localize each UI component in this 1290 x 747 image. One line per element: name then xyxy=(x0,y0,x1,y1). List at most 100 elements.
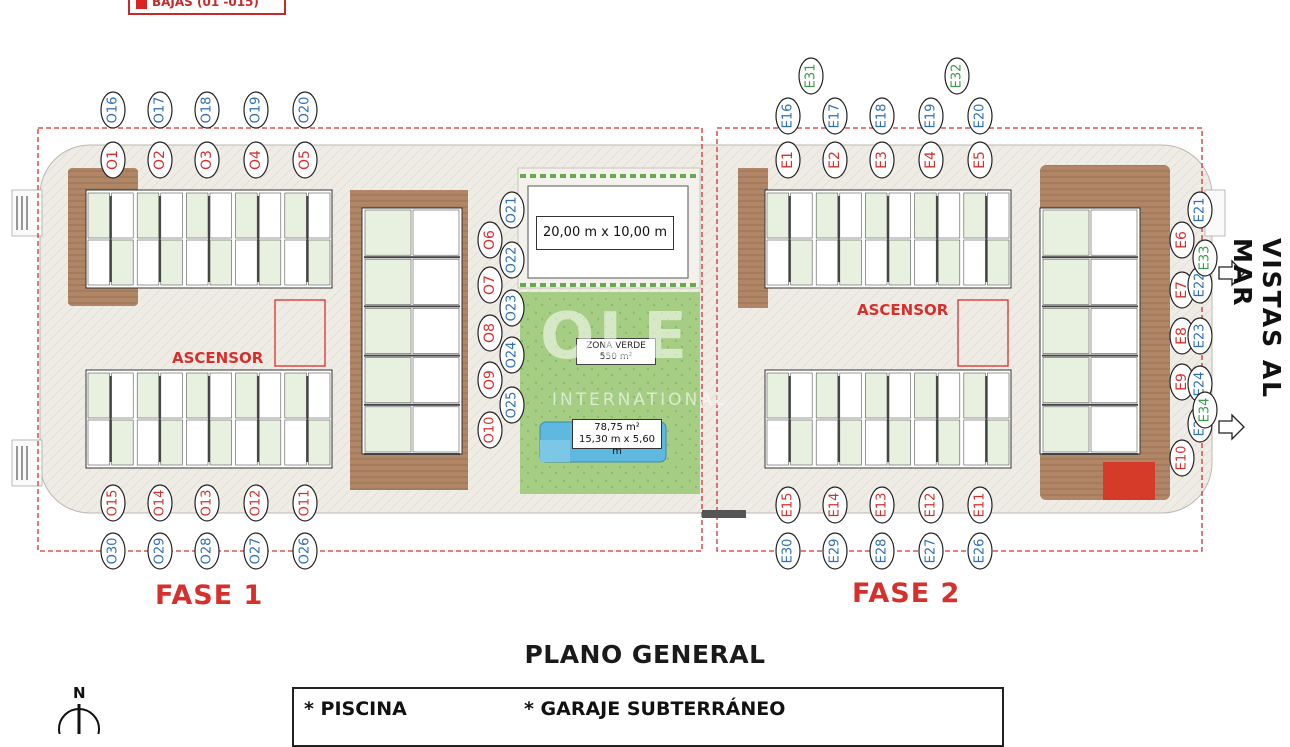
unit-label: O10 xyxy=(483,417,498,444)
unit-marker: O17 xyxy=(147,91,173,129)
unit-label: E5 xyxy=(972,151,988,169)
unit-marker: O5 xyxy=(292,141,318,179)
elevator-box-fase1 xyxy=(274,299,326,367)
court-dimensions: 20,00 m x 10,00 m xyxy=(536,216,674,250)
unit-marker: E14 xyxy=(822,486,848,524)
unit-marker: E12 xyxy=(918,486,944,524)
unit-marker: O14 xyxy=(147,484,173,522)
unit-marker: E6 xyxy=(1169,221,1195,259)
unit-label: E26 xyxy=(973,539,988,564)
unit-marker: E4 xyxy=(918,141,944,179)
unit-label: O17 xyxy=(153,97,168,124)
unit-label: E8 xyxy=(1174,327,1190,345)
unit-marker: E5 xyxy=(967,141,993,179)
unit-marker: E9 xyxy=(1169,363,1195,401)
unit-label: O4 xyxy=(248,150,264,170)
unit-label: O26 xyxy=(298,538,313,565)
elevator-label-fase2: ASCENSOR xyxy=(857,301,949,319)
unit-label: O19 xyxy=(249,97,264,124)
unit-label: E14 xyxy=(828,493,843,518)
zona-verde-area: 550 m² xyxy=(599,352,633,362)
unit-label: E17 xyxy=(828,104,843,129)
pool-label: 78,75 m² 15,30 m x 5,60 m xyxy=(572,419,662,457)
unit-marker: O13 xyxy=(194,484,220,522)
note-pool: * PISCINA xyxy=(304,698,407,720)
unit-label: O25 xyxy=(505,392,520,419)
unit-label: E12 xyxy=(924,493,939,518)
unit-label: E16 xyxy=(781,104,796,129)
unit-label: E11 xyxy=(973,493,988,518)
unit-label: O30 xyxy=(106,538,121,565)
legend-bajas: BAJAS (01 -015) xyxy=(128,0,286,15)
unit-label: O9 xyxy=(482,370,498,390)
unit-label: O11 xyxy=(298,490,313,517)
unit-label: E19 xyxy=(924,104,939,129)
unit-label: O18 xyxy=(200,97,215,124)
unit-marker: O20 xyxy=(292,91,318,129)
unit-label: O29 xyxy=(153,538,168,565)
unit-label: E6 xyxy=(1174,231,1190,249)
unit-marker: E18 xyxy=(869,97,895,135)
unit-label: O27 xyxy=(249,538,264,565)
unit-marker: E29 xyxy=(822,532,848,570)
unit-marker: E2 xyxy=(822,141,848,179)
unit-label: O5 xyxy=(297,150,313,170)
unit-label: O21 xyxy=(505,197,520,224)
unit-marker: O30 xyxy=(100,532,126,570)
unit-label: O2 xyxy=(152,150,168,170)
pool-size: 15,30 m x 5,60 m xyxy=(578,434,656,457)
north-letter: N xyxy=(73,684,86,702)
unit-marker: O2 xyxy=(147,141,173,179)
fase1-north-row xyxy=(85,189,333,289)
unit-marker: O26 xyxy=(292,532,318,570)
zona-verde-label: ZONA VERDE 550 m² xyxy=(576,338,656,365)
unit-label: O1 xyxy=(105,150,121,170)
unit-marker: E32 xyxy=(944,57,970,95)
unit-marker: O23 xyxy=(499,289,525,327)
unit-marker: O18 xyxy=(194,91,220,129)
unit-label: E20 xyxy=(973,104,988,129)
unit-marker: E27 xyxy=(918,532,944,570)
unit-marker: E17 xyxy=(822,97,848,135)
unit-label: E34 xyxy=(1198,398,1213,423)
unit-label: E10 xyxy=(1175,446,1190,471)
unit-marker: O25 xyxy=(499,386,525,424)
unit-marker: O9 xyxy=(477,361,503,399)
fase1-south-row xyxy=(85,369,333,469)
unit-label: E13 xyxy=(875,493,890,518)
unit-marker: E13 xyxy=(869,486,895,524)
unit-marker: O24 xyxy=(499,336,525,374)
unit-marker: E34 xyxy=(1192,391,1218,429)
unit-marker: E11 xyxy=(967,486,993,524)
unit-label: E29 xyxy=(828,539,843,564)
unit-marker: O16 xyxy=(100,91,126,129)
unit-marker: O8 xyxy=(477,314,503,352)
unit-label: E9 xyxy=(1174,373,1190,391)
unit-label: O7 xyxy=(482,275,498,295)
unit-marker: O19 xyxy=(243,91,269,129)
unit-label: O8 xyxy=(482,323,498,343)
plan-title: PLANO GENERAL xyxy=(524,640,766,669)
unit-marker: O12 xyxy=(243,484,269,522)
unit-label: O14 xyxy=(153,490,168,517)
unit-marker: O29 xyxy=(147,532,173,570)
phase2-label: FASE 2 xyxy=(852,578,961,609)
pool-area: 78,75 m² xyxy=(594,422,640,433)
unit-label: E30 xyxy=(781,539,796,564)
unit-marker: O15 xyxy=(100,484,126,522)
unit-marker: E15 xyxy=(775,486,801,524)
unit-label: O16 xyxy=(106,97,121,124)
watermark-logo: OLE xyxy=(540,300,691,374)
unit-label: E21 xyxy=(1193,198,1208,223)
legend-swatch xyxy=(136,0,147,9)
fase1-east-column xyxy=(361,207,463,455)
unit-label: E2 xyxy=(827,151,843,169)
unit-marker: O3 xyxy=(194,141,220,179)
unit-marker: E31 xyxy=(798,57,824,95)
unit-marker: O4 xyxy=(243,141,269,179)
sea-view-arrows xyxy=(1218,259,1245,441)
unit-marker: O10 xyxy=(477,411,503,449)
unit-marker: O6 xyxy=(477,221,503,259)
unit-label: O20 xyxy=(298,97,313,124)
unit-marker: E3 xyxy=(869,141,895,179)
